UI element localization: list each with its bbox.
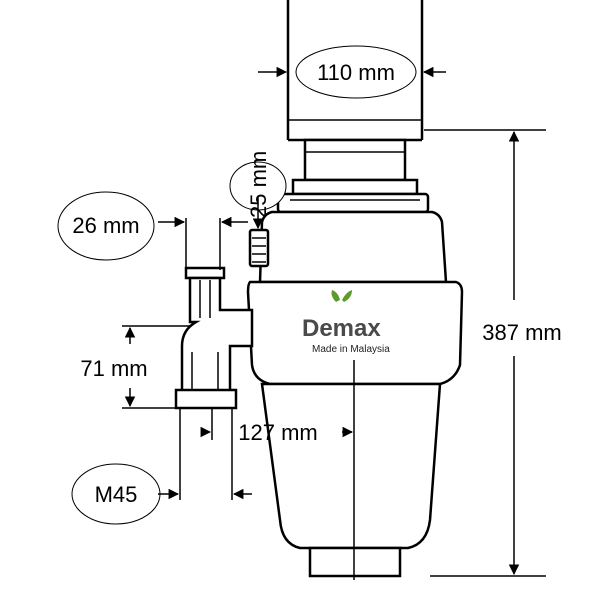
dim-outlet-to-center: 127 mm — [200, 420, 354, 445]
dim-thread: M45 — [71, 408, 252, 525]
brand-logo: Demax Made in Malaysia — [302, 290, 390, 355]
brand-tagline: Made in Malaysia — [312, 344, 390, 355]
label-outlet-to-center: 127 mm — [238, 420, 317, 445]
dim-overall-height: 387 mm — [424, 129, 562, 577]
label-outlet-offset: 26 mm — [72, 213, 139, 238]
side-port — [248, 228, 270, 268]
label-inlet-width: 110 mm — [317, 60, 395, 85]
dim-outlet-offset: 26 mm — [57, 191, 248, 270]
label-thread: M45 — [95, 482, 138, 507]
dim-outlet-drop: 71 mm — [80, 325, 190, 409]
dim-collar: 25 mm — [229, 151, 287, 230]
bottom-outlet — [308, 546, 402, 578]
label-overall-height: 387 mm — [482, 320, 561, 345]
dim-inlet-width: 110 mm — [258, 45, 446, 99]
brand-name: Demax — [302, 315, 381, 342]
lower-body — [260, 382, 442, 550]
neck-collar — [276, 138, 430, 214]
discharge-elbow — [174, 266, 254, 440]
upper-body — [258, 210, 448, 284]
label-outlet-drop: 71 mm — [80, 356, 147, 381]
